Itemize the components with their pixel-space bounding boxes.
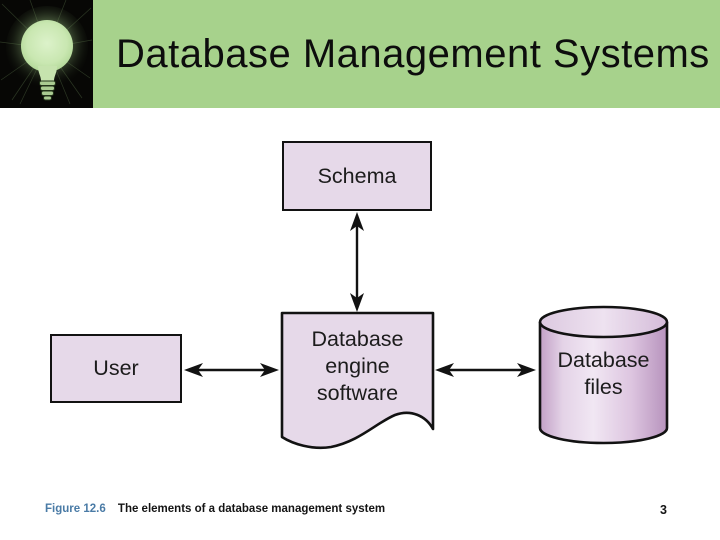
user-box: User	[50, 334, 182, 403]
engine-label: Database engine software	[311, 327, 404, 405]
page-title: Database Management Systems	[116, 31, 710, 76]
schema-box: Schema	[282, 141, 432, 211]
arrow-schema-engine	[350, 212, 364, 312]
document-shape-icon	[280, 311, 435, 450]
files-label: Database files	[557, 348, 650, 399]
title-banner: Database Management Systems	[93, 0, 720, 108]
page-number: 3	[660, 503, 667, 517]
slide-header: Database Management Systems	[0, 0, 720, 108]
engine-shape: Database engine software	[280, 311, 435, 451]
caption-text: The elements of a database management sy…	[117, 503, 386, 515]
dbms-diagram: Schema User Database engine software	[0, 108, 720, 468]
lightbulb-icon	[0, 0, 93, 108]
user-label: User	[93, 356, 139, 380]
figure-label: Figure 12.6	[45, 503, 106, 515]
database-files-shape: Database files	[537, 304, 670, 447]
cylinder-shape-icon	[538, 305, 669, 445]
lightbulb-logo	[0, 0, 93, 108]
arrow-engine-files	[435, 363, 536, 377]
schema-label: Schema	[317, 163, 397, 188]
caption: Figure 12.6 The elements of a database m…	[45, 503, 385, 515]
arrow-user-engine	[184, 363, 279, 377]
